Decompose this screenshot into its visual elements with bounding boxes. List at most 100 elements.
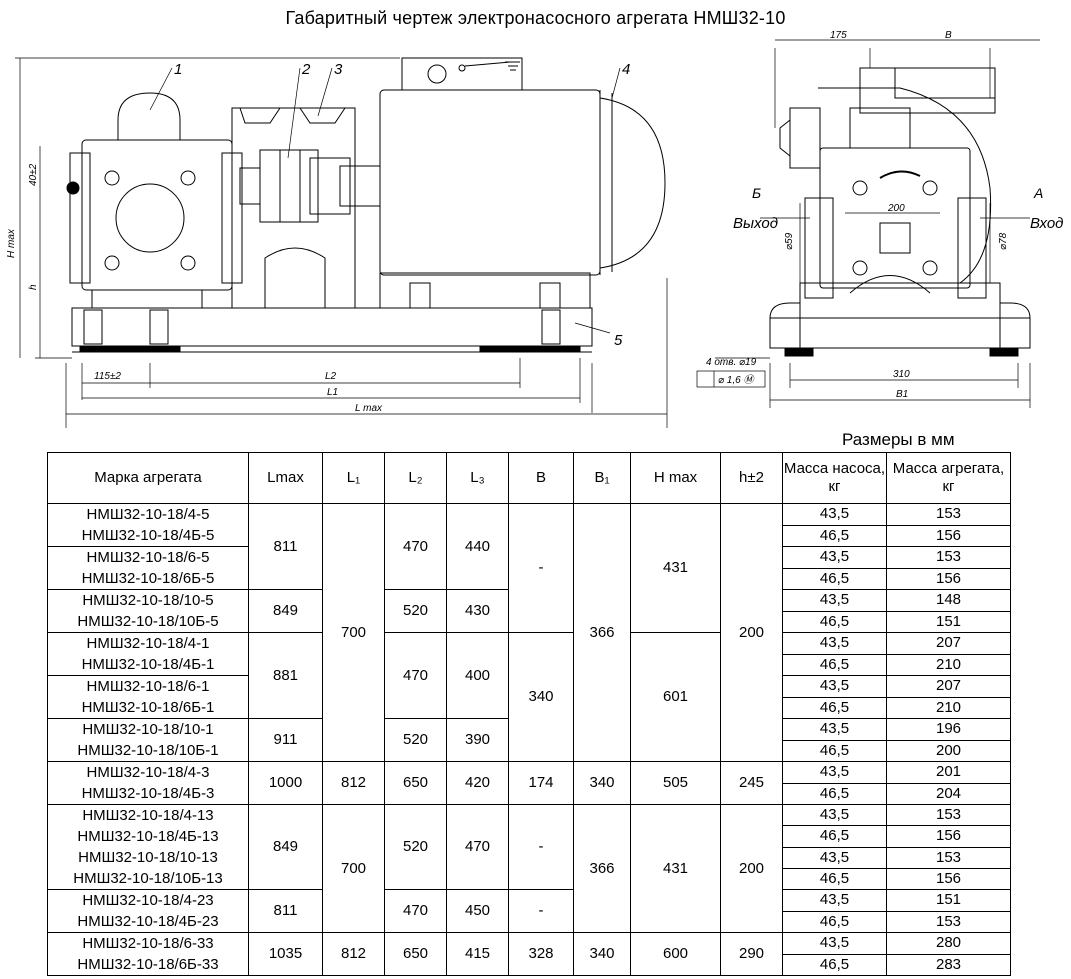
unit-mass-cell: 207	[886, 632, 1011, 655]
dim-78: ⌀78	[998, 232, 1009, 250]
l2-cell: 470	[384, 632, 447, 719]
h-cell: 245	[720, 761, 783, 805]
col-l3: L₃	[446, 452, 509, 504]
dim-lmax: L max	[355, 403, 383, 414]
dim-200: 200	[887, 203, 905, 214]
callout-5: 5	[614, 332, 623, 349]
l3-cell: 430	[446, 589, 509, 633]
lmax-cell: 1035	[248, 932, 323, 976]
pump-mass-cell: 43,5	[782, 503, 887, 526]
lmax-cell: 849	[248, 804, 323, 890]
table-row: 46,5 200	[48, 739, 1011, 762]
unit-mass-cell: 153	[886, 803, 1011, 827]
unit-mass-cell: 151	[886, 610, 1011, 633]
col-b1: B₁	[573, 452, 631, 504]
unit-mass-cell: 200	[886, 739, 1011, 762]
l1-cell: 812	[322, 761, 385, 805]
unit-mass-cell: 153	[886, 910, 1011, 933]
b-cell: 340	[508, 632, 574, 762]
pump-mass-cell: 43,5	[782, 846, 887, 869]
b1-cell: 366	[573, 503, 631, 762]
dim-175: 175	[830, 30, 847, 41]
outlet-label: Выход	[733, 215, 778, 232]
h-cell: 290	[720, 932, 783, 976]
h-cell: 200	[720, 804, 783, 933]
b-cell: 174	[508, 761, 574, 805]
pump-mass-cell: 46,5	[782, 653, 887, 676]
l3-cell: 390	[446, 718, 509, 762]
pump-mass-cell: 46,5	[782, 696, 887, 719]
l3-cell: 470	[446, 804, 509, 890]
l3-cell: 400	[446, 632, 509, 719]
table-row: 46,5 210	[48, 696, 1011, 719]
unit-mass-cell: 153	[886, 503, 1011, 526]
b-cell: -	[508, 804, 574, 890]
b-cell: -	[508, 889, 574, 933]
side-view	[15, 57, 668, 428]
l2-cell: 520	[384, 718, 447, 762]
dim-l1: L1	[327, 387, 338, 398]
col-b: B	[508, 452, 574, 504]
b-cell: 328	[508, 932, 574, 976]
col-mark: Марка агрегата	[47, 452, 249, 504]
unit-mass-cell: 156	[886, 567, 1011, 590]
motor-body	[379, 89, 601, 276]
page-title: Габаритный чертеж электронасосного агрег…	[285, 8, 786, 28]
hmax-cell: 600	[630, 932, 721, 976]
col-h: h±2	[720, 452, 783, 504]
pump-mass-cell: 46,5	[782, 825, 887, 848]
dim-b: B	[945, 30, 952, 41]
holes-label: 4 отв. ⌀19	[706, 357, 757, 368]
pump-mass-cell: 46,5	[782, 910, 887, 933]
unit-mass-cell: 153	[886, 846, 1011, 869]
unit-mass-cell: 156	[886, 524, 1011, 547]
pump-mass-cell: 46,5	[782, 567, 887, 590]
unit-mass-cell: 201	[886, 761, 1011, 784]
lmax-cell: 811	[248, 889, 323, 933]
pump-mass-cell: 46,5	[782, 953, 887, 976]
lmax-cell: 1000	[248, 761, 323, 805]
callout-3: 3	[334, 61, 343, 78]
l2-cell: 520	[384, 589, 447, 633]
unit-mass-cell: 204	[886, 782, 1011, 805]
unit-mass-cell: 280	[886, 932, 1011, 955]
l3-cell: 415	[446, 932, 509, 976]
pump-mass-cell: 46,5	[782, 782, 887, 805]
unit-mass-cell: 210	[886, 653, 1011, 676]
pump-mass-cell: 46,5	[782, 610, 887, 633]
unit-mass-cell: 156	[886, 825, 1011, 848]
unit-mass-cell: 207	[886, 675, 1011, 698]
pump-mass-cell: 43,5	[782, 932, 887, 955]
dim-b1: B1	[896, 389, 908, 400]
left-dimensions	[15, 57, 668, 428]
arrow-b-label: Б	[752, 185, 761, 201]
dim-h: h	[28, 284, 39, 290]
col-l1: L₁	[322, 452, 385, 504]
hmax-cell: 431	[630, 804, 721, 933]
pump-mass-cell: 43,5	[782, 803, 887, 827]
right-dimensions	[696, 39, 1040, 408]
l3-cell: 440	[446, 503, 509, 590]
unit-mass-cell: 196	[886, 718, 1011, 741]
table-header-row: Марка агрегата Lmax L₁ L₂ L₃ B B₁ H max …	[47, 452, 1011, 504]
dim-40: 40±2	[28, 163, 39, 186]
pump-mass-cell: 46,5	[782, 867, 887, 891]
pump-body	[66, 92, 243, 309]
b1-cell: 340	[573, 761, 631, 805]
dim-59: ⌀59	[784, 232, 795, 250]
pump-mass-cell: 43,5	[782, 718, 887, 741]
unit-mass-cell: 151	[886, 889, 1011, 912]
dim-115: 115±2	[94, 371, 121, 382]
b1-cell: 366	[573, 804, 631, 933]
unit-mass-cell: 283	[886, 953, 1011, 976]
